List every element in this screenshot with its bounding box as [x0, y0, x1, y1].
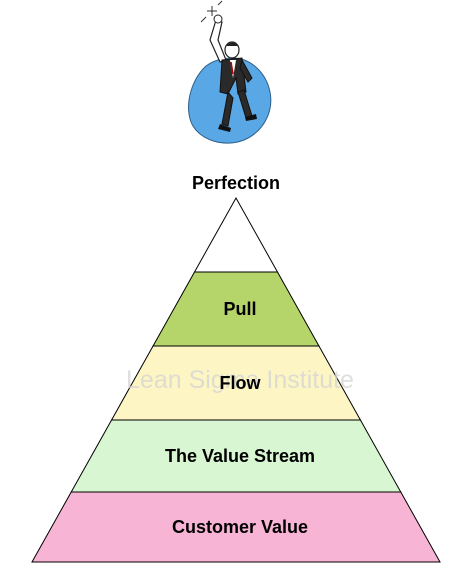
pyramid-level-label-4: Customer Value	[172, 517, 308, 537]
pyramid-level-label-2: Flow	[220, 373, 262, 393]
pyramid-level-label-1: Pull	[223, 299, 256, 319]
pyramid-levels	[31, 196, 441, 563]
pyramid-level-0	[193, 196, 279, 273]
pyramid-level-label-3: The Value Stream	[165, 446, 315, 466]
pyramid-level-4	[31, 491, 441, 563]
climber-reaching-icon	[188, 0, 272, 144]
watermark: Lean Sigma Institute	[126, 366, 354, 394]
apex-label: Perfection	[192, 173, 280, 193]
